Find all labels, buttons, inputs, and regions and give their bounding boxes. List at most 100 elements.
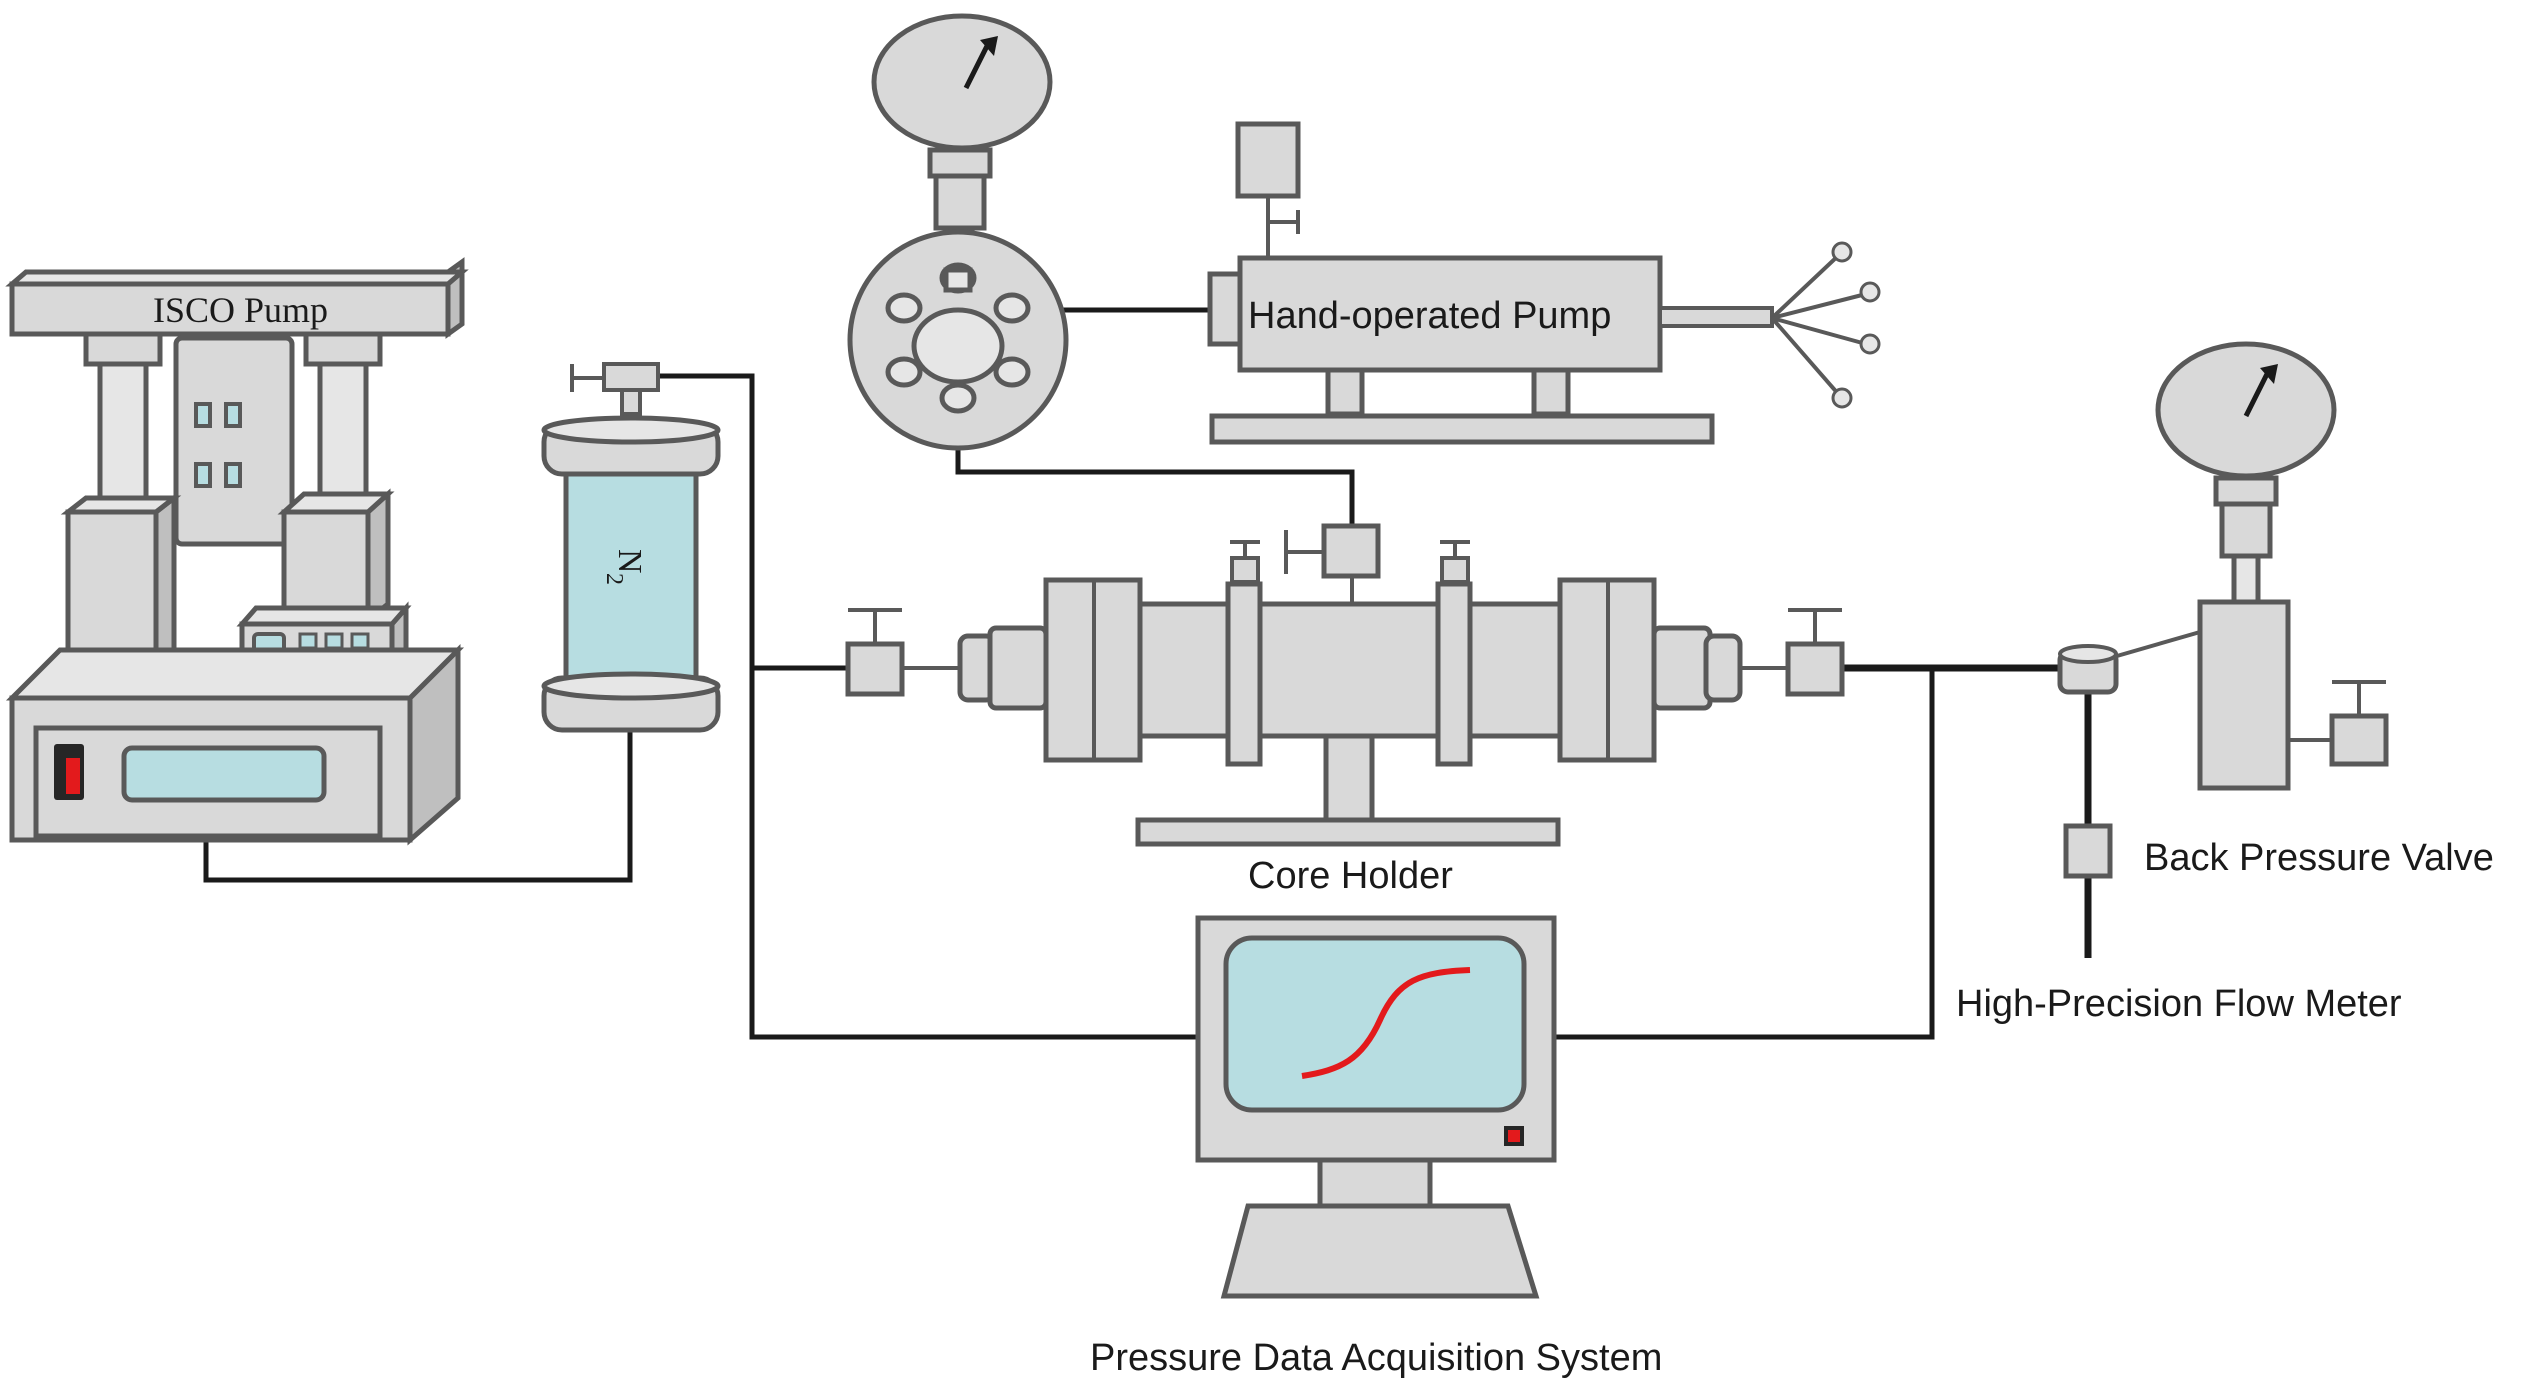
isco-pump: ISCO Pump [5,257,469,846]
bpv-gauge-neck [2213,475,2279,507]
pressure-curve [1301,967,1471,1079]
flow-meter-sensor [2063,823,2113,879]
manifold-flange [847,229,1069,451]
outlet-valve [1785,641,1845,697]
handle-spoke [1771,316,1867,346]
back-pressure-valve: Back Pressure Valve [2144,341,2494,879]
flange-top-port [943,267,973,293]
core-ring-tap [1230,556,1260,584]
bpv-gauge-needle-tip [2260,364,2278,384]
isco-right-block-side [365,488,391,626]
flange-bolt-hole [885,356,923,388]
core-holder-support [1323,733,1375,823]
flow-meter-tee-top [2058,644,2118,664]
n2-bottom-cap-rim [541,671,721,701]
monitor-neck [1317,1157,1433,1209]
core-right-endcap [1651,625,1713,711]
handle-knob [1831,241,1853,263]
n2-top-cap-rim [541,415,721,445]
flange-bolt-hole [993,292,1031,324]
n2-cylinder-body [563,471,699,681]
handle-spoke [1770,252,1842,320]
flow-meter-label: High-Precision Flow Meter [1956,983,2402,1025]
hand-pump-body [1237,255,1663,373]
core-left-endcap [987,625,1049,711]
pipe-n2-to-core-inlet [660,373,1200,1040]
isco-indicator [194,402,212,428]
flange-center [911,307,1005,385]
flange-bolt-hole [885,292,923,324]
core-holder-body [1137,601,1563,739]
bpv-gauge-stem [2219,501,2273,559]
bpv-outlet-valve [2329,713,2389,767]
isco-beam [9,281,451,337]
core-ring-tap [1440,556,1470,584]
pressure-data-acquisition-system: Pressure Data Acquisition System [1090,915,1662,1379]
isco-left-cap [83,331,163,367]
data-acquisition-label: Pressure Data Acquisition System [1090,1337,1662,1379]
isco-pump-label: ISCO Pump [153,290,328,330]
isco-right-block-top [277,491,395,515]
handle-spoke [1770,316,1842,398]
n2-top-valve [602,362,660,392]
isco-indicator [224,402,242,428]
isco-right-piston [317,361,369,507]
isco-display [121,745,327,803]
monitor-power-indicator [1508,1130,1520,1142]
hand-pump-label: Hand-operated Pump [1248,295,1611,337]
hand-pump-leg [1531,367,1571,417]
core-holder: Core Holder [845,523,1845,897]
flange-bolt-hole [993,356,1031,388]
core-holder-label: Core Holder [1248,855,1453,897]
handle-knob [1859,281,1881,303]
bpv-body [2197,599,2291,791]
gauge-needle-tip [980,36,998,56]
isco-left-piston [97,361,149,507]
hand-pump-shaft [1658,306,1774,328]
keypad-button [350,632,370,650]
gauge-needle [963,42,991,90]
isco-power-indicator [66,758,80,794]
n2-label: N [611,549,648,574]
pipe-outlet-to-computer [1552,668,1935,1040]
handle-knob [1831,387,1853,409]
hand-pump-base [1209,413,1715,445]
n2-cylinder: N 2 [541,362,721,733]
core-holder-base [1135,817,1561,847]
isco-base-top [5,647,465,701]
isco-indicator [224,462,242,488]
gauge-stem [933,173,987,231]
pipe-isco-to-n2 [203,730,633,883]
hand-pump-leg [1325,367,1365,417]
hand-pump-inlet [1207,271,1243,347]
n2-subscript: 2 [601,573,627,585]
high-precision-flow-meter: High-Precision Flow Meter [1956,644,2402,1025]
flange-bolt-hole [939,382,977,414]
n2-label-group: N 2 [601,549,648,585]
gauge-neck [927,147,993,179]
n2-valve-neck [620,388,642,416]
hand-pump-handle [1770,241,1881,409]
core-pressure-ring [1225,581,1263,767]
handle-knob [1859,333,1881,355]
isco-indicator [194,462,212,488]
keypad-button [324,632,344,650]
back-pressure-valve-label: Back Pressure Valve [2144,837,2494,879]
core-pressure-ring [1435,581,1473,767]
bpv-gauge-needle [2243,370,2271,418]
inlet-valve [845,641,905,697]
keypad-button [298,632,318,650]
isco-center-column [173,335,295,547]
gauge-dial [871,13,1053,151]
bpv-gauge-connector [2231,553,2261,605]
core-right-plug [1703,633,1743,703]
monitor-stand [1220,1203,1540,1299]
pipe-bpv-link [2109,630,2201,660]
isco-center-indicators [194,402,242,488]
confining-valve [1321,523,1381,579]
handle-spoke [1771,292,1867,320]
bpv-gauge-dial [2155,341,2337,479]
hand-pump-top-gauge [1235,121,1301,199]
isco-right-cap [303,331,383,367]
